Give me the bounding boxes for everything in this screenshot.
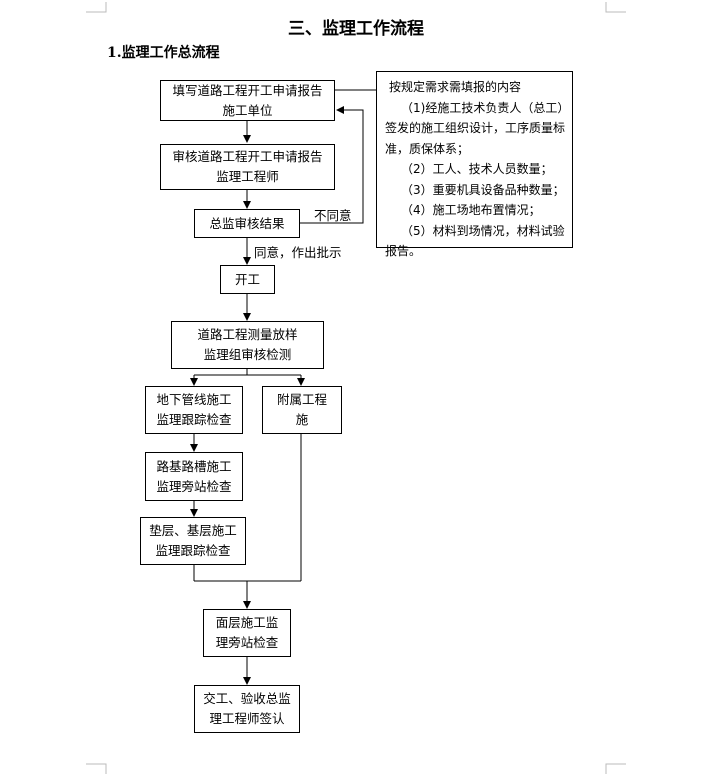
notes-item: （4）施工场地布置情况； [401,203,541,217]
page-corner-mark [605,763,626,774]
label-disagree: 不同意 [314,208,352,223]
box-surface-layer: 面层施工监 理旁站检查 [203,609,291,657]
box-survey-staking: 道路工程测量放样 监理组审核检测 [171,321,324,369]
box-text: 施 [295,412,309,427]
box-handover-acceptance: 交工、验收总监 理工程师签认 [194,685,300,733]
box-text: 填写道路工程开工申请报告 [172,82,323,98]
arrow-disagree-loop [300,106,364,224]
box-text: 施工单位 [222,102,273,118]
page-corner-mark [86,763,107,774]
box-text: 开工 [234,271,260,287]
box-text: 路基路槽施工 [156,458,232,474]
box-fill-application: 填写道路工程开工申请报告 施工单位 [160,80,335,121]
box-ancillary-works: 附属工程 施 [262,386,342,434]
box-text: 附属工程 [276,392,327,407]
notes-heading: 按规定需求需填报的内容 [389,80,522,94]
box-text: 总监审核结果 [209,215,285,231]
box-text: 监理旁站检查 [156,478,232,494]
box-roadbed: 路基路槽施工 监理旁站检查 [145,452,243,501]
notes-item: （1)经施工技术负责人（总工）签发的施工组织设计，工序质量标准，质保体系； [385,100,566,156]
box-base-layer: 垫层、基层施工 监理跟踪检查 [140,517,246,565]
box-text: 理工程师签认 [209,711,285,726]
required-contents-box: 按规定需求需填报的内容 （1)经施工技术负责人（总工）签发的施工组织设计，工序质… [376,71,573,258]
notes-item: （3）重要机具设备品种数量； [401,182,565,197]
label-agree: 同意，作出批示 [254,245,342,260]
box-review-application: 审核道路工程开工申请报告 监理工程师 [160,144,335,190]
page-title: 三、监理工作流程 [288,19,424,39]
section-heading: 1.监理工作总流程 [107,45,220,61]
box-text: 交工、验收总监 [203,691,291,706]
notes-item: （5）材料到场情况，材料试验报告。 [385,223,565,259]
box-text: 理旁站检查 [215,635,279,650]
box-text: 监理跟踪检查 [155,543,231,558]
box-text: 面层施工监 [215,615,279,630]
box-text: 监理工程师 [216,169,279,184]
page-corner-mark [605,2,626,13]
box-text: 审核道路工程开工申请报告 [172,149,323,164]
box-start-work: 开工 [220,265,275,294]
box-text: 监理跟踪检查 [156,412,232,427]
box-text: 监理组审核检测 [203,347,292,362]
page-corner-mark [86,2,107,13]
box-text: 道路工程测量放样 [197,327,298,342]
notes-item: （2）工人、技术人员数量； [401,162,553,176]
box-text: 垫层、基层施工 [149,523,237,538]
box-underground-pipeline: 地下管线施工 监理跟踪检查 [145,386,243,434]
box-chief-review: 总监审核结果 [194,209,300,238]
box-text: 地下管线施工 [156,392,232,407]
